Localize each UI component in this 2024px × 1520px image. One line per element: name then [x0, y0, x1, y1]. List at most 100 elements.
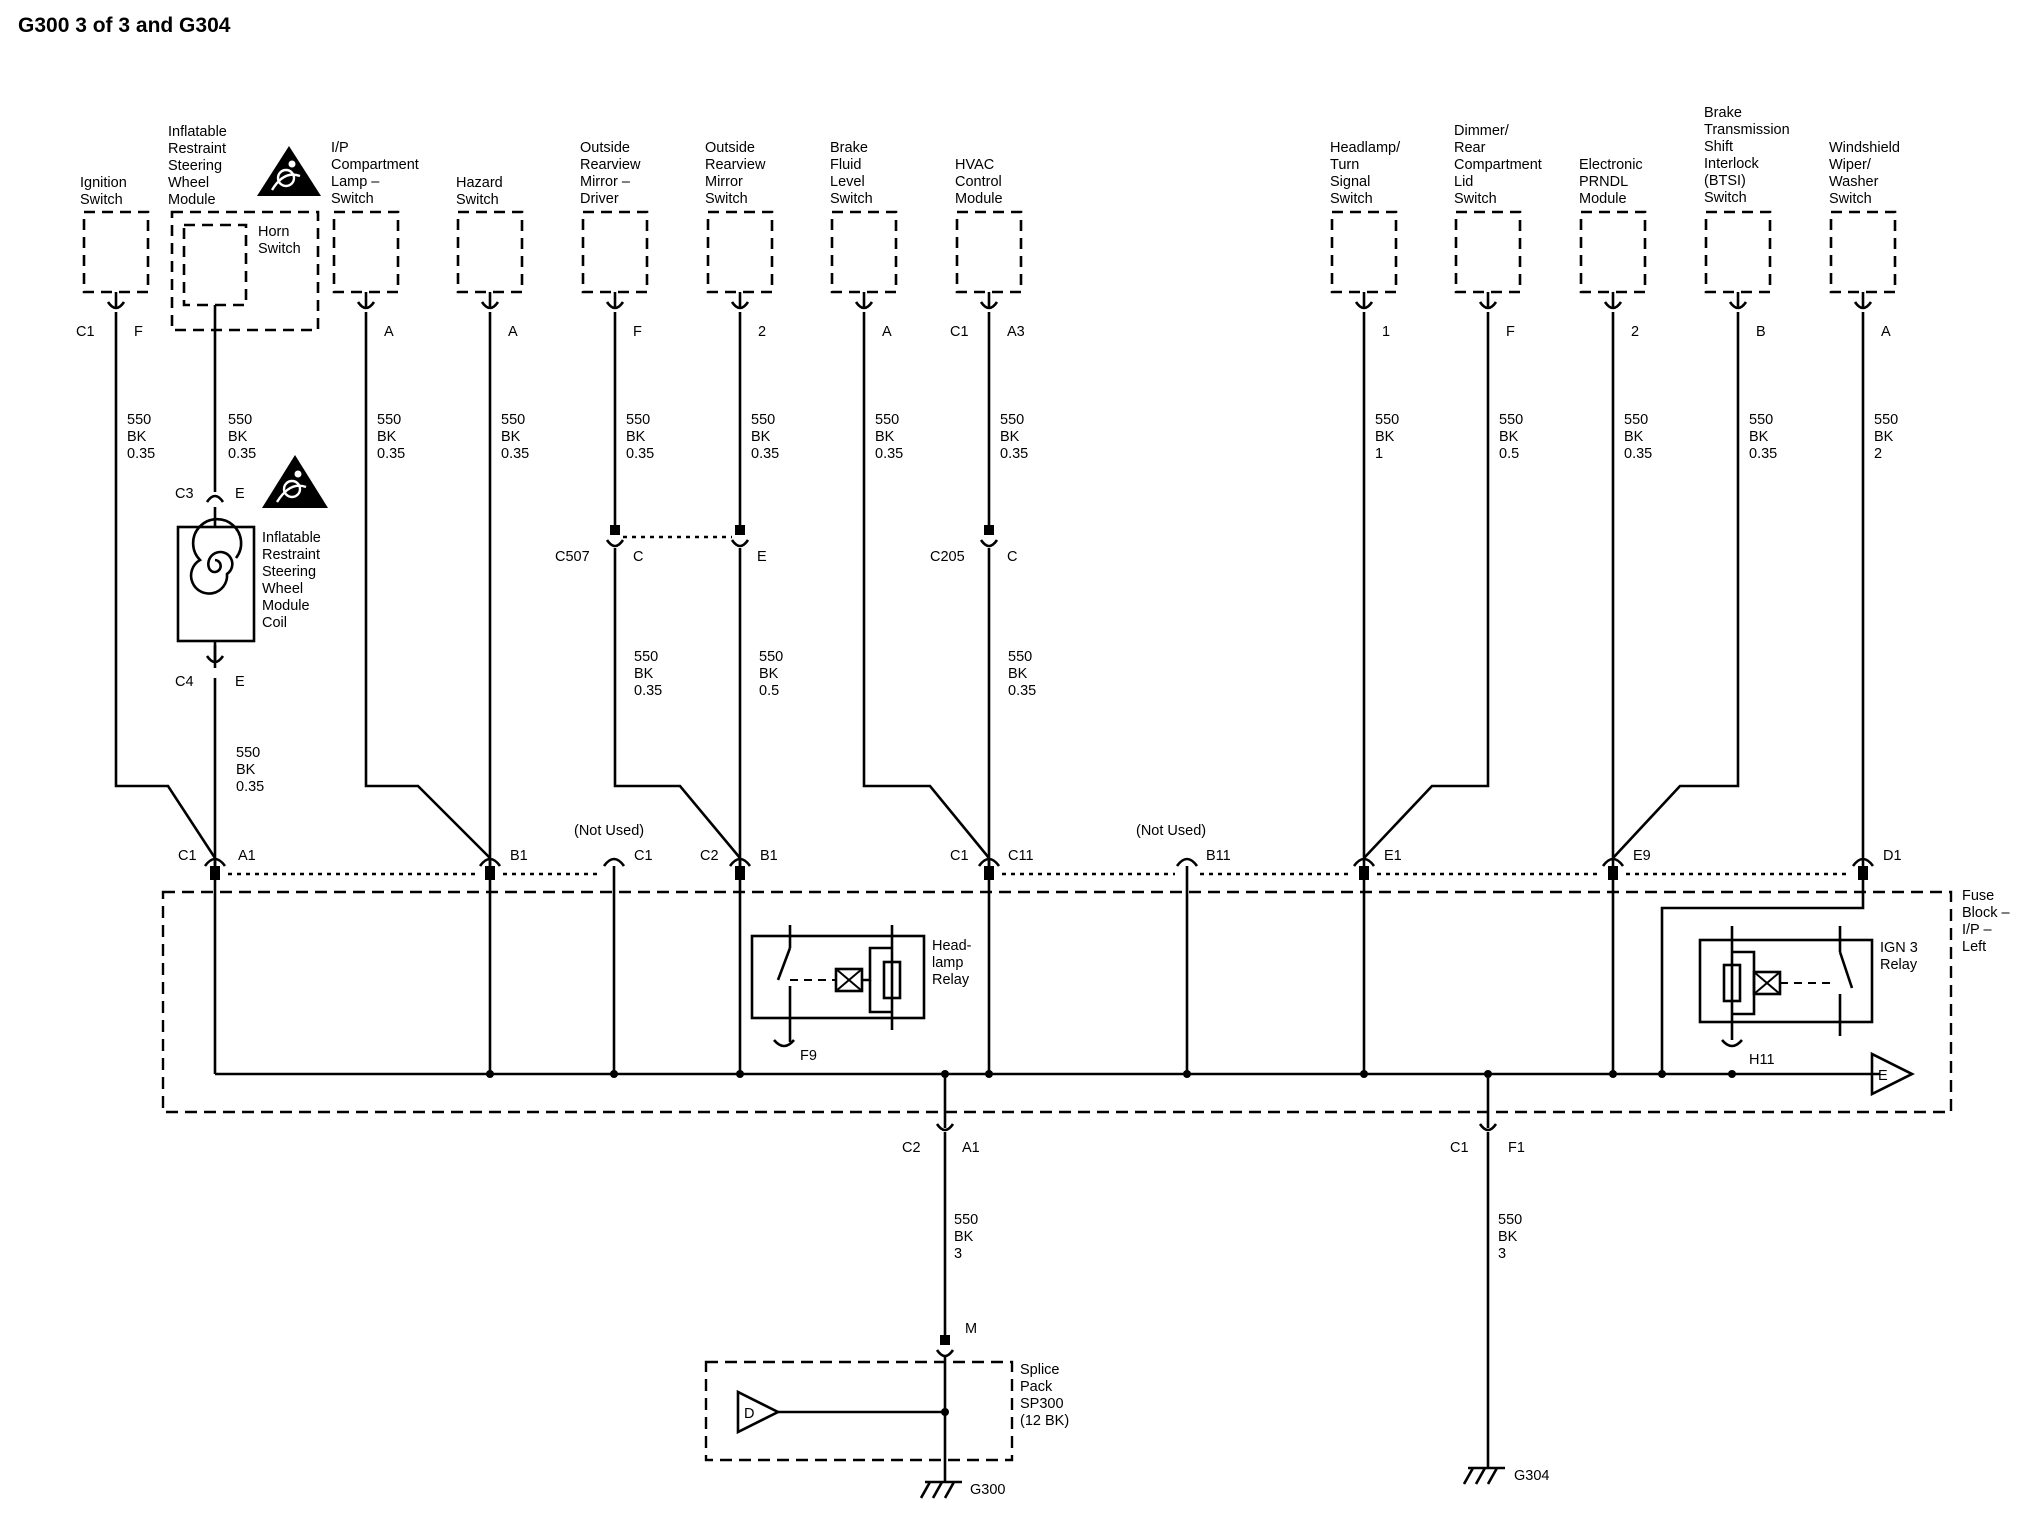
svg-text:F9: F9 — [800, 1048, 817, 1064]
svg-text:C: C — [1007, 549, 1017, 565]
brake-fluid-box — [830, 210, 898, 294]
sir-warning-icon — [262, 455, 328, 508]
ground-icon — [1462, 1466, 1505, 1485]
pin-label: B — [1756, 324, 1766, 340]
fuse-block-enclosure — [161, 890, 1953, 1114]
svg-text:E: E — [235, 674, 245, 690]
ignition-switch-box — [82, 210, 150, 294]
coil-spiral-icon — [189, 517, 243, 595]
coil-box — [176, 525, 256, 643]
svg-text:C4: C4 — [175, 674, 194, 690]
c205-label: C205 — [930, 549, 965, 565]
pin-label: F — [633, 324, 642, 340]
wires — [114, 305, 1865, 872]
svg-text:C2: C2 — [902, 1140, 921, 1156]
dimmer-box — [1454, 210, 1522, 294]
relay-switch-icon — [776, 947, 792, 981]
pin-label: C1 — [950, 324, 969, 340]
svg-text:E1: E1 — [1384, 848, 1402, 864]
pin-label: A — [1881, 324, 1891, 340]
pin-label: A3 — [1007, 324, 1025, 340]
svg-text:C1: C1 — [178, 848, 197, 864]
offpage-arrow-icon — [736, 1389, 781, 1435]
irswm-box — [170, 210, 320, 332]
fuse-block-terminals: C1 A1 B1 (Not Used) C1 C2 B1 C1 C11 (Not… — [178, 823, 1902, 880]
c507-label: C507 — [555, 549, 590, 565]
component-pin-labels: C1 F A A F 2 A C1 A3 1 F 2 B A — [76, 324, 1891, 340]
svg-text:C2: C2 — [700, 848, 719, 864]
diagram-title: G300 3 of 3 and G304 — [18, 14, 231, 37]
pin-label: F — [134, 324, 143, 340]
svg-text:D: D — [744, 1406, 754, 1422]
ipc-lamp-switch-box — [332, 210, 400, 294]
pin-label: 1 — [1382, 324, 1390, 340]
offpage-label: E — [1878, 1068, 1888, 1084]
ground-g304-label: G304 — [1514, 1468, 1549, 1484]
svg-text:B1: B1 — [760, 848, 778, 864]
ground-g300-label: G300 — [970, 1482, 1005, 1498]
horn-switch-box — [182, 223, 248, 307]
relay-switch-icon — [1838, 951, 1854, 989]
pin-label: A — [882, 324, 892, 340]
headlamp-turn-box — [1330, 210, 1398, 294]
not-used-label: (Not Used) — [574, 823, 644, 839]
svg-text:C3: C3 — [175, 486, 194, 502]
svg-text:C11: C11 — [1008, 848, 1034, 864]
svg-text:C1: C1 — [634, 848, 653, 864]
offpage-arrow-icon — [1870, 1051, 1915, 1097]
eprndl-box — [1579, 210, 1647, 294]
svg-text:E: E — [757, 549, 767, 565]
svg-text:B11: B11 — [1206, 848, 1231, 864]
not-used-label: (Not Used) — [1136, 823, 1206, 839]
svg-text:A1: A1 — [238, 848, 256, 864]
svg-text:F1: F1 — [1508, 1140, 1525, 1156]
hazard-switch-box — [456, 210, 524, 294]
svg-text:E9: E9 — [1633, 848, 1651, 864]
svg-text:M: M — [965, 1321, 977, 1337]
svg-text:D1: D1 — [1883, 848, 1902, 864]
pin-label: F — [1506, 324, 1515, 340]
svg-text:H11: H11 — [1749, 1052, 1775, 1068]
svg-text:E: E — [235, 486, 245, 502]
wiper-washer-box — [1829, 210, 1897, 294]
svg-text:C1: C1 — [950, 848, 969, 864]
orv-switch-box — [706, 210, 774, 294]
orv-driver-box — [581, 210, 649, 294]
svg-text:C1: C1 — [1450, 1140, 1469, 1156]
